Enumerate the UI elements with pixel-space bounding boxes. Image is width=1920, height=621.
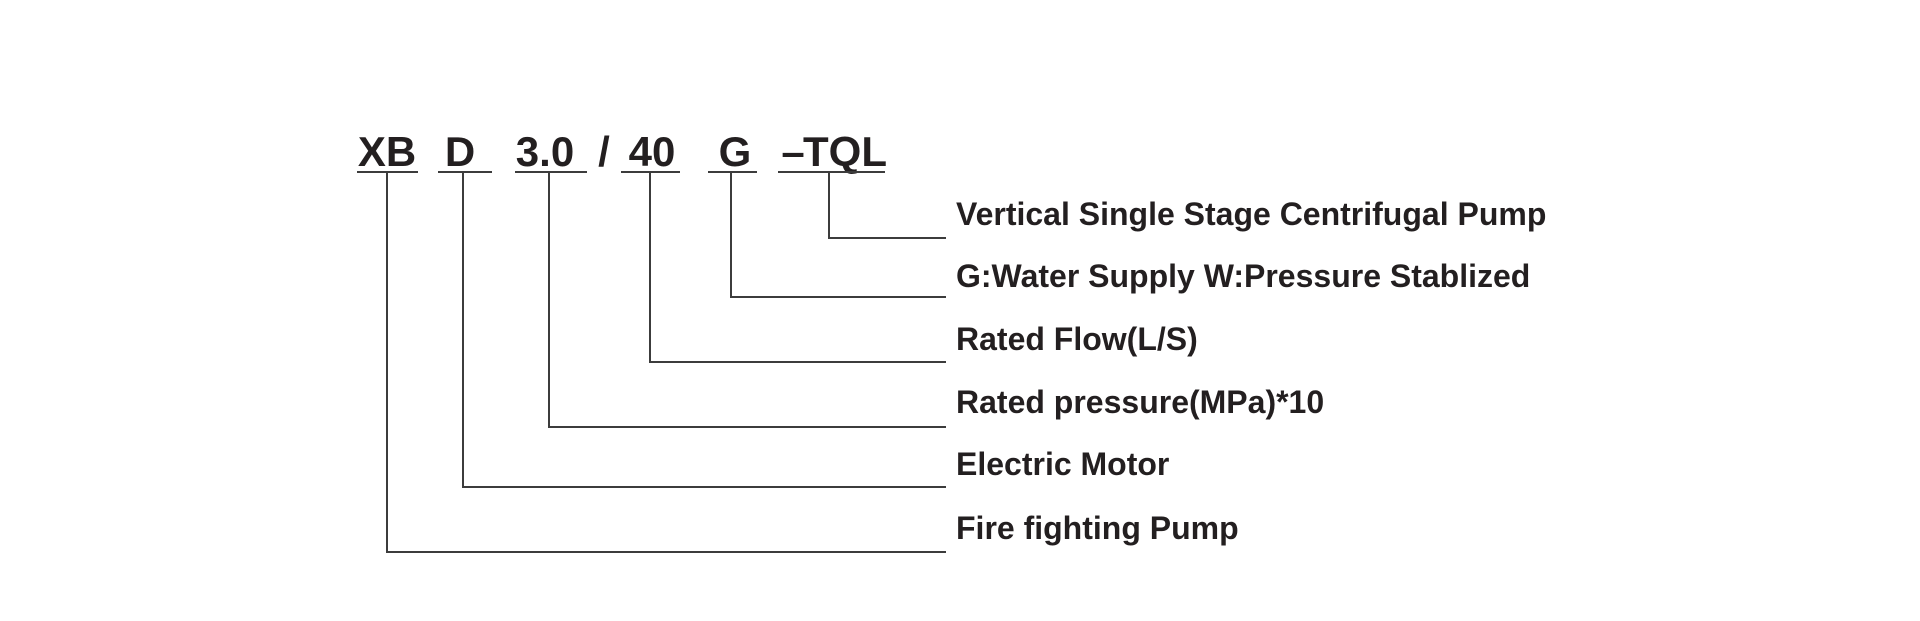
code-token-dash: – [781,128,805,175]
connector-vertical-xb [386,171,388,553]
code-token-tql: TQL [803,128,887,175]
connector-vertical-d [462,171,464,488]
connector-horizontal-d [462,486,946,488]
code-token-g: G [718,128,752,175]
label-vertical-single-stage-centrifugal-pump: Vertical Single Stage Centrifugal Pump [956,196,1547,232]
underline-tql [778,171,885,173]
label-rated-flow: Rated Flow(L/S) [956,321,1198,357]
connector-horizontal-g [730,296,946,298]
underline-d [438,171,492,173]
code-token-3-0: 3.0 [515,128,575,175]
code-token-40: 40 [628,128,676,175]
label-fire-fighting-pump: Fire fighting Pump [956,510,1239,546]
code-token-xb: XB [357,128,417,175]
connector-horizontal-40 [649,361,946,363]
connector-vertical-40 [649,171,651,363]
connector-vertical-g [730,171,732,298]
connector-horizontal-tql [828,237,946,239]
connector-vertical-3-0 [548,171,550,428]
underline-g [708,171,757,173]
underline-3-0 [515,171,587,173]
label-rated-pressure: Rated pressure(MPa)*10 [956,384,1325,420]
code-token-d: D [444,128,476,175]
code-token-slash: / [598,128,610,175]
connector-vertical-tql [828,171,830,239]
connector-horizontal-xb [386,551,946,553]
label-water-supply-pressure-stablized: G:Water Supply W:Pressure Stablized [956,258,1531,294]
label-electric-motor: Electric Motor [956,446,1170,482]
connector-horizontal-3-0 [548,426,946,428]
